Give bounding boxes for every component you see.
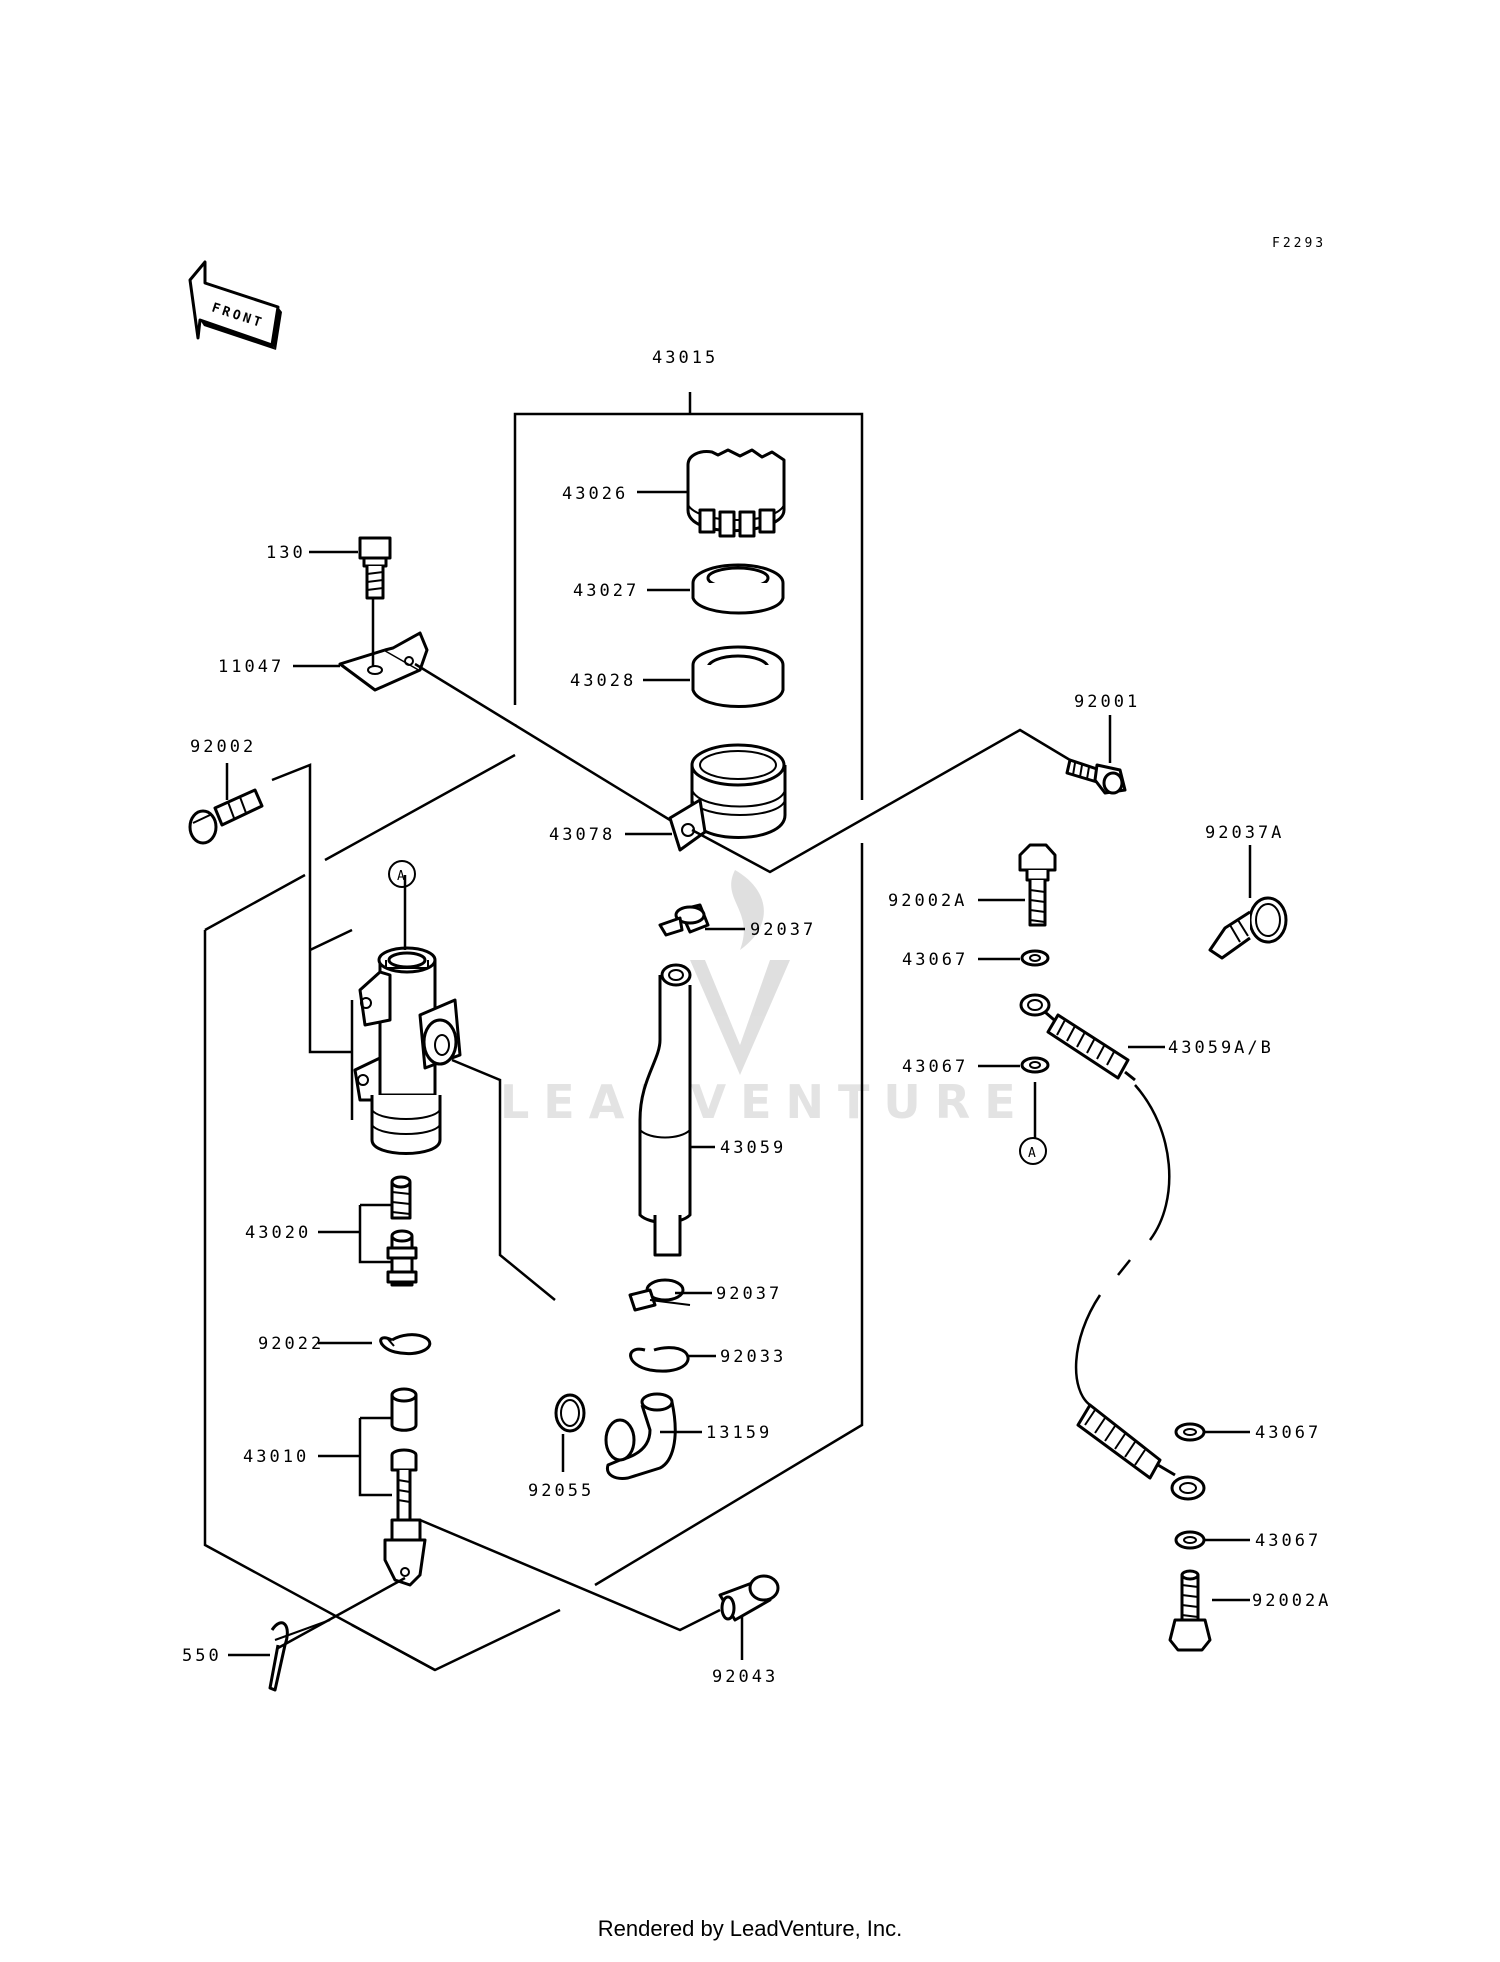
part-label-92043[interactable]: 92043 — [712, 1667, 778, 1687]
svg-text:A: A — [1028, 1146, 1039, 1161]
part-label-43027[interactable]: 43027 — [573, 581, 639, 601]
washer-43067-3 — [1174, 1422, 1206, 1442]
watermark: LEADVENTURE — [500, 1075, 1030, 1129]
washer-43067-2 — [1020, 1056, 1050, 1074]
bracket-11047 — [338, 631, 429, 692]
marker-a-right: A — [1019, 1137, 1047, 1165]
svg-text:A: A — [397, 869, 408, 884]
assembly-outline — [203, 724, 561, 1672]
washer-43067-4 — [1174, 1530, 1206, 1550]
leader-92002 — [271, 763, 353, 1054]
diaphragm-plate — [691, 645, 785, 708]
part-label-43067-3[interactable]: 43067 — [1255, 1423, 1321, 1443]
leader-92055 — [451, 1058, 556, 1301]
front-arrow-icon: FRONT — [188, 260, 282, 350]
circlip-92022 — [379, 1333, 432, 1355]
o-ring-92055 — [554, 1393, 586, 1433]
leader-92001 — [691, 728, 1071, 874]
part-label-92037A[interactable]: 92037A — [1205, 823, 1284, 843]
watermark-logo — [690, 870, 790, 1075]
master-cylinder — [350, 946, 462, 1155]
hose-clamp-92037A — [1208, 896, 1288, 960]
hose-elbow-13159 — [604, 1392, 677, 1480]
part-label-43028[interactable]: 43028 — [570, 671, 636, 691]
leader-11047-reservoir — [414, 662, 671, 822]
bolt-92001 — [1065, 758, 1127, 795]
hose-clamp-92037-bottom — [628, 1278, 691, 1312]
part-label-43015[interactable]: 43015 — [652, 348, 718, 368]
part-label-43010[interactable]: 43010 — [243, 1447, 309, 1467]
reservoir-cap — [686, 448, 786, 538]
part-label-92037-bottom[interactable]: 92037 — [716, 1284, 782, 1304]
part-label-43067-4[interactable]: 43067 — [1255, 1531, 1321, 1551]
part-label-92002[interactable]: 92002 — [190, 737, 256, 757]
banjo-bolt-92002A-bottom — [1168, 1569, 1212, 1652]
part-label-43067-2[interactable]: 43067 — [902, 1057, 968, 1077]
part-label-43078[interactable]: 43078 — [549, 825, 615, 845]
bolt-92002 — [188, 788, 264, 845]
marker-a-top: A — [388, 860, 416, 888]
part-label-43026[interactable]: 43026 — [562, 484, 628, 504]
assembly-bracket-43015 — [513, 392, 864, 1587]
part-label-550[interactable]: 550 — [182, 1646, 222, 1666]
reservoir-body — [668, 743, 787, 852]
part-label-92033[interactable]: 92033 — [720, 1347, 786, 1367]
part-label-11047[interactable]: 11047 — [218, 657, 284, 677]
cotter-pin-550 — [268, 1619, 331, 1692]
pushrod-assembly — [383, 1387, 427, 1587]
reservoir-hose — [638, 963, 692, 1257]
diaphragm — [691, 563, 785, 615]
footer-credit: Rendered by LeadVenture, Inc. — [597, 1916, 903, 1941]
bolt-130 — [358, 536, 392, 600]
part-label-43059AB[interactable]: 43059A/B — [1168, 1038, 1274, 1058]
clevis-pin-92043 — [718, 1574, 780, 1622]
part-label-43067-1[interactable]: 43067 — [902, 950, 968, 970]
part-label-92002A-bottom[interactable]: 92002A — [1252, 1591, 1331, 1611]
circlip-92033 — [629, 1346, 690, 1373]
part-label-92022[interactable]: 92022 — [258, 1334, 324, 1354]
figure-code: F2293 — [1272, 236, 1326, 251]
part-label-130[interactable]: 130 — [266, 543, 306, 563]
hose-clamp-92037-top — [658, 903, 710, 937]
part-label-43020[interactable]: 43020 — [245, 1223, 311, 1243]
part-label-92002A-top[interactable]: 92002A — [888, 891, 967, 911]
banjo-bolt-92002A-top — [1018, 843, 1057, 927]
piston-spring-set — [386, 1175, 418, 1287]
part-label-92001[interactable]: 92001 — [1074, 692, 1140, 712]
washer-43067-1 — [1020, 949, 1050, 967]
part-label-43059[interactable]: 43059 — [720, 1138, 786, 1158]
part-label-13159[interactable]: 13159 — [706, 1423, 772, 1443]
part-label-92055[interactable]: 92055 — [528, 1481, 594, 1501]
brake-hose — [1019, 993, 1206, 1501]
part-label-92037-top[interactable]: 92037 — [750, 920, 816, 940]
